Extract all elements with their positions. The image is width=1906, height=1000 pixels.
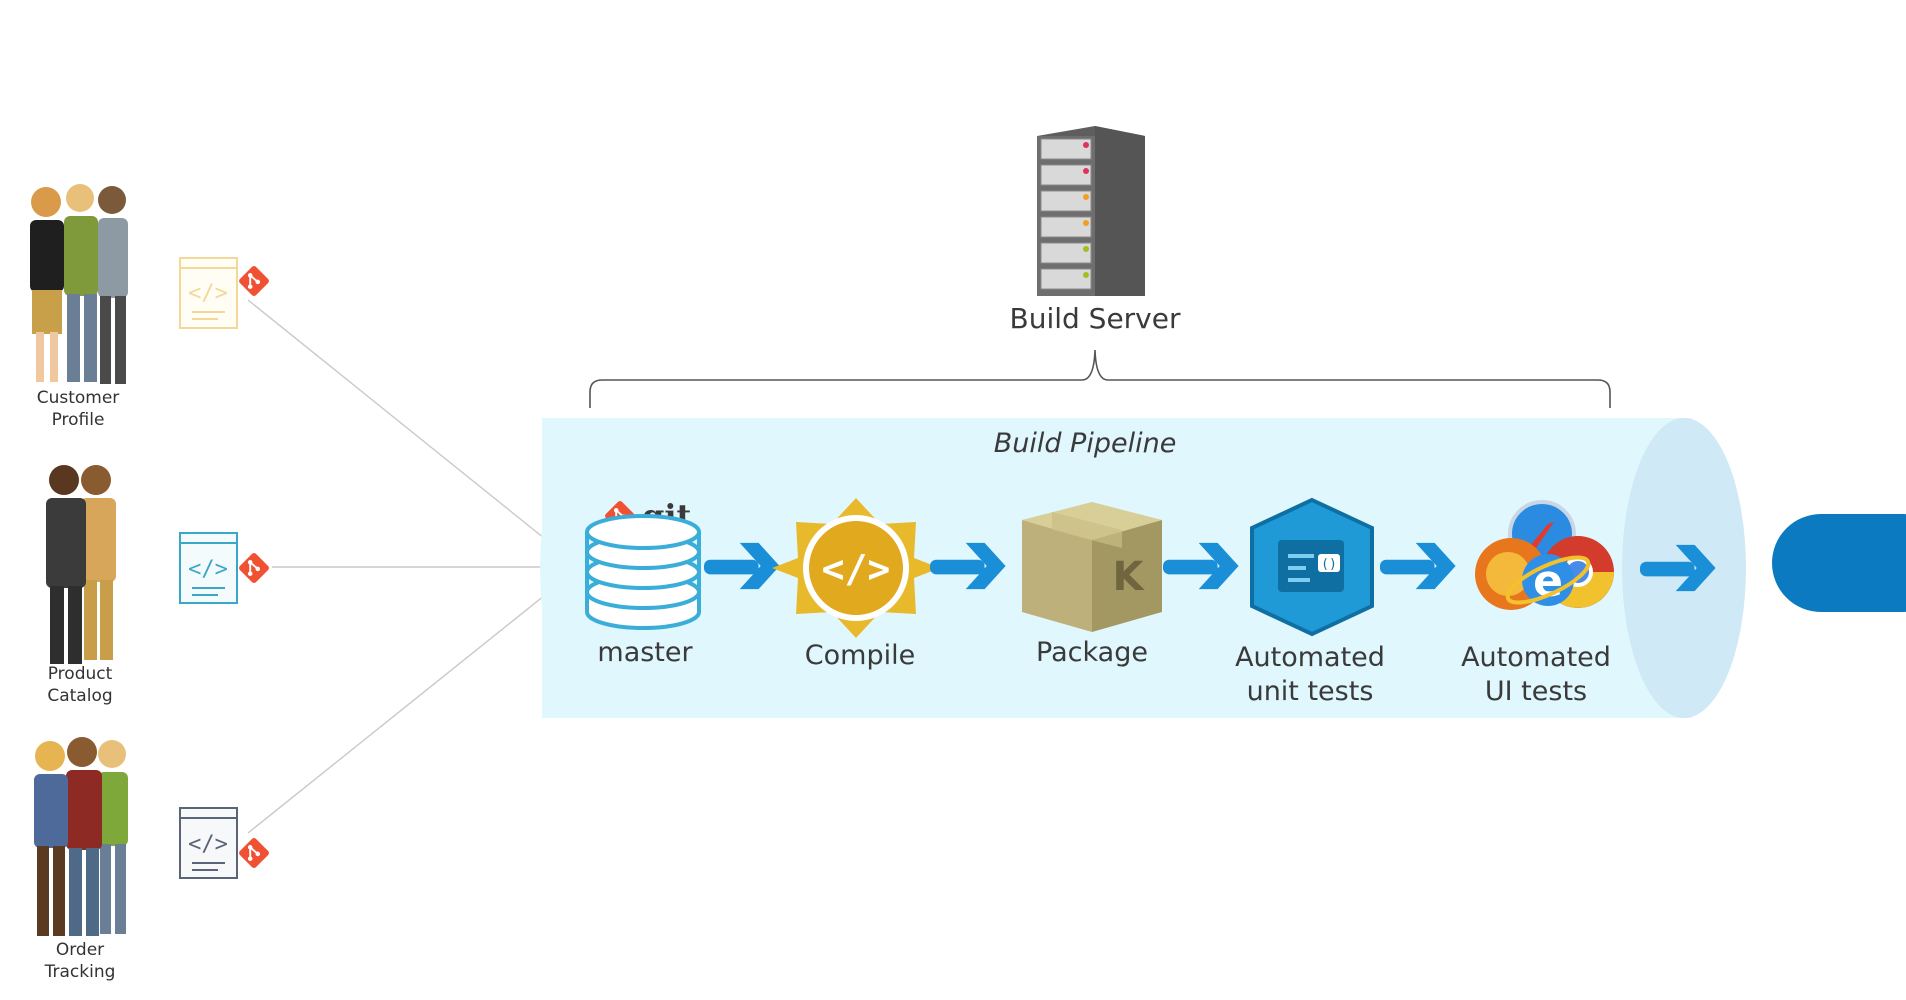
stage-label-line2: unit tests: [1247, 676, 1374, 707]
stage-unit-tests: () Automated unit tests: [1235, 497, 1385, 707]
stage-label-line1: Automated: [1461, 642, 1611, 673]
browser-logos-icon: e: [1475, 500, 1614, 610]
people-group-icon: [34, 737, 128, 936]
code-file-icon: </>: [179, 257, 238, 329]
compile-code-icon: </>: [772, 498, 940, 638]
stage-package: K Package: [1022, 502, 1162, 668]
team-label-line1: Order: [56, 940, 104, 960]
people-group-icon: [46, 465, 116, 664]
svg-text:</>: </>: [188, 832, 228, 857]
pipeline-title: Build Pipeline: [994, 428, 1177, 459]
team-label-line2: Tracking: [44, 962, 116, 982]
git-branch-icon: [236, 550, 272, 586]
svg-text:</>: </>: [188, 557, 228, 582]
stage-compile: </> Compile: [772, 498, 940, 671]
connector-line-customer: [247, 299, 581, 568]
team-customer-profile: Customer Profile </>: [30, 184, 272, 430]
stage-label-line1: Compile: [805, 640, 915, 671]
connector-lines: [247, 299, 581, 834]
stage-label-line2: UI tests: [1485, 676, 1587, 707]
stage-master: git master: [585, 497, 701, 668]
team-product-catalog: Product Catalog </>: [46, 465, 272, 706]
database-icon: [585, 514, 701, 630]
build-server: Build Server: [1009, 126, 1181, 335]
ie-icon: [1522, 554, 1574, 606]
svg-text:K: K: [1113, 554, 1146, 600]
team-label-line2: Profile: [52, 410, 105, 430]
unit-test-icon: (): [1250, 497, 1374, 637]
git-branch-icon: [236, 835, 272, 871]
connector-line-order: [247, 566, 581, 834]
stage-ui-tests: e Automated UI tests: [1461, 500, 1614, 707]
server-label: Build Server: [1009, 302, 1180, 335]
pipeline-output-shape: [1772, 514, 1906, 612]
team-label-line1: Product: [48, 664, 113, 684]
git-branch-icon: [236, 263, 272, 299]
server-brace: [589, 349, 1611, 408]
svg-text:</>: </>: [188, 281, 228, 306]
stage-label-line1: master: [597, 637, 693, 668]
svg-text:(): (): [1321, 557, 1337, 572]
code-file-icon: </>: [179, 807, 238, 879]
stage-label-line1: Automated: [1235, 642, 1385, 673]
stage-label-line1: Package: [1036, 637, 1148, 668]
team-label-line1: Customer: [37, 388, 120, 408]
people-group-icon: [30, 184, 128, 384]
server-icon: [1037, 126, 1145, 296]
team-order-tracking: Order Tracking </>: [34, 737, 272, 982]
team-label-line2: Catalog: [47, 686, 112, 706]
package-box-icon: K: [1022, 502, 1162, 632]
code-file-icon: </>: [179, 532, 238, 604]
svg-text:</>: </>: [822, 547, 891, 591]
